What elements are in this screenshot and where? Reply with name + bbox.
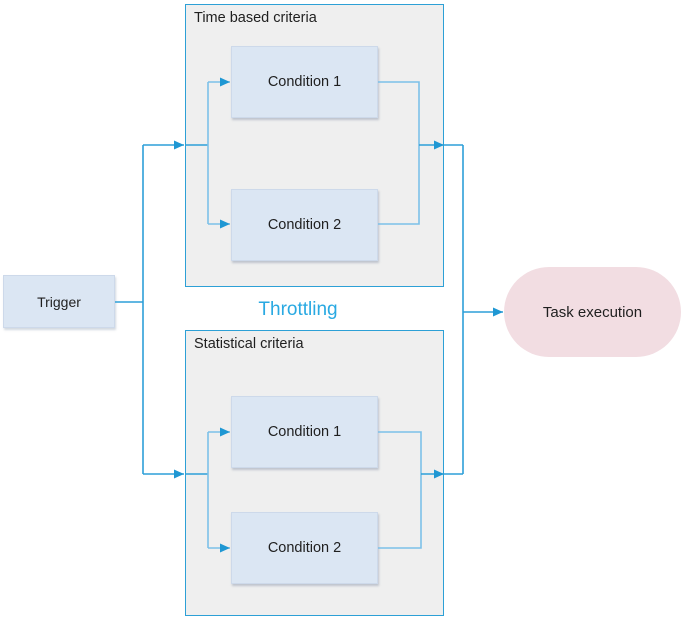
arrowhead-time-entry	[174, 140, 184, 150]
arrowhead-stat-entry	[174, 469, 184, 479]
throttling-label: Throttling	[258, 299, 338, 320]
time-criteria-group-label: Time based criteria	[194, 10, 317, 26]
task-execution-node: Task execution	[504, 267, 681, 357]
trigger-node: Trigger	[3, 275, 115, 328]
statistical-criteria-group-label: Statistical criteria	[194, 336, 304, 352]
time-condition-1-node: Condition 1	[231, 46, 378, 118]
stat-condition-1-node: Condition 1	[231, 396, 378, 468]
stat-condition-2-node: Condition 2	[231, 512, 378, 584]
arrowhead-task-branch	[493, 307, 503, 317]
time-condition-2-node: Condition 2	[231, 189, 378, 261]
